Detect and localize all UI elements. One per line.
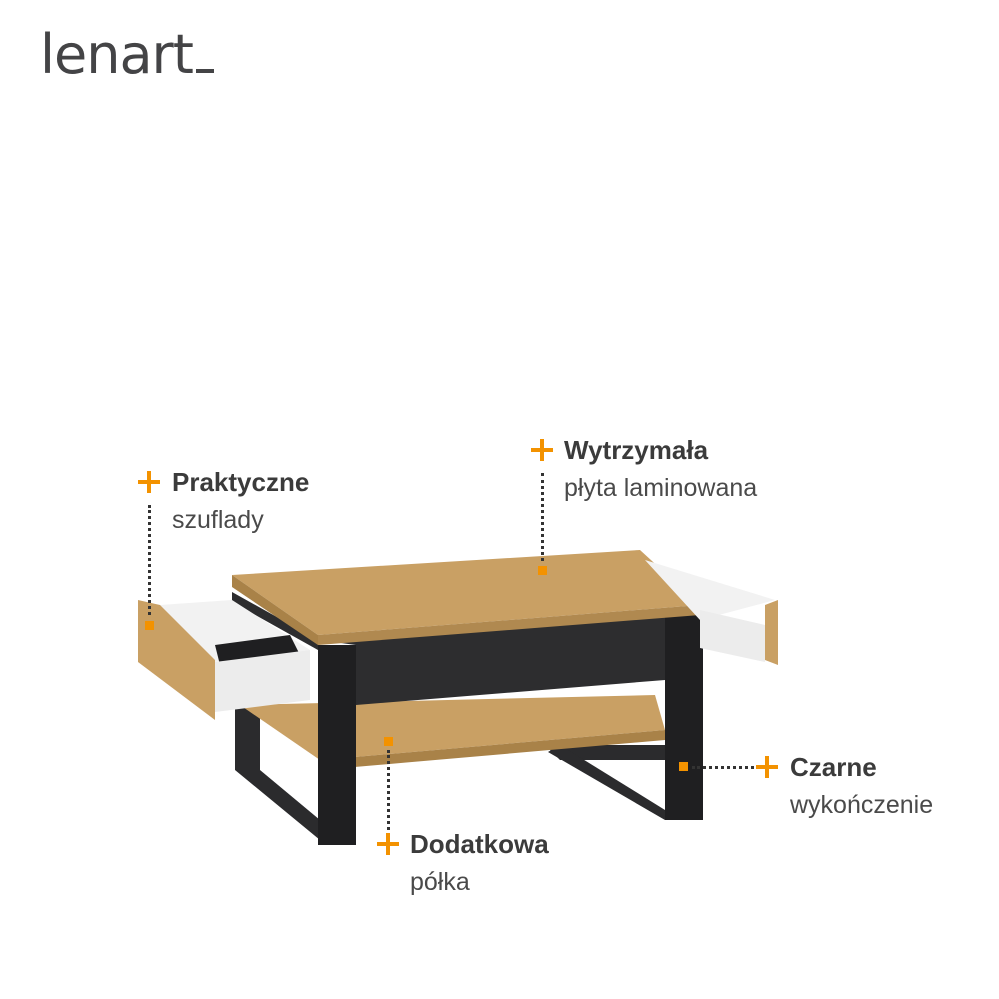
plus-icon [377, 833, 399, 855]
table-body-side [232, 592, 318, 650]
callout-board: Wytrzymała płyta laminowana [564, 434, 757, 504]
callout-shelf-title: Dodatkowa [410, 829, 549, 859]
tabletop-side-edge [232, 575, 318, 645]
callout-board-leader [541, 473, 544, 561]
right-drawer-front [765, 600, 778, 665]
callout-drawers-leader [148, 505, 151, 615]
callout-black: Czarne wykończenie [790, 751, 933, 821]
callout-shelf: Dodatkowa półka [410, 828, 549, 898]
callout-shelf-leader [387, 750, 390, 830]
plus-icon [756, 756, 778, 778]
left-drawer-side [215, 650, 310, 712]
callout-board-marker [538, 566, 547, 575]
callout-black-leader [692, 766, 754, 769]
callout-shelf-subtitle: półka [410, 867, 470, 896]
callout-drawers-subtitle: szuflady [172, 505, 264, 534]
callout-black-subtitle: wykończenie [790, 790, 934, 819]
callout-drawers-marker [145, 621, 154, 630]
tabletop [232, 550, 700, 635]
right-leg-back [548, 745, 665, 820]
callout-black-marker [679, 762, 688, 771]
front-left-leg [318, 645, 356, 845]
callout-board-subtitle: płyta laminowana [564, 473, 758, 502]
left-drawer-front [138, 600, 215, 720]
callout-board-title: Wytrzymała [564, 435, 709, 465]
bottom-shelf-edge [320, 730, 665, 770]
tabletop-front-edge [318, 605, 700, 645]
right-drawer-inner [645, 560, 775, 620]
callout-drawers-title: Praktyczne [172, 467, 310, 497]
plus-icon [531, 439, 553, 461]
right-drawer-side [700, 610, 765, 662]
callout-shelf-marker [384, 737, 393, 746]
brand-logo: lenart [40, 28, 214, 82]
callout-black-title: Czarne [790, 752, 877, 782]
callout-drawers: Praktyczne szuflady [172, 466, 309, 536]
left-leg-frame [235, 700, 320, 840]
plus-icon [138, 471, 160, 493]
front-right-leg [665, 612, 703, 820]
